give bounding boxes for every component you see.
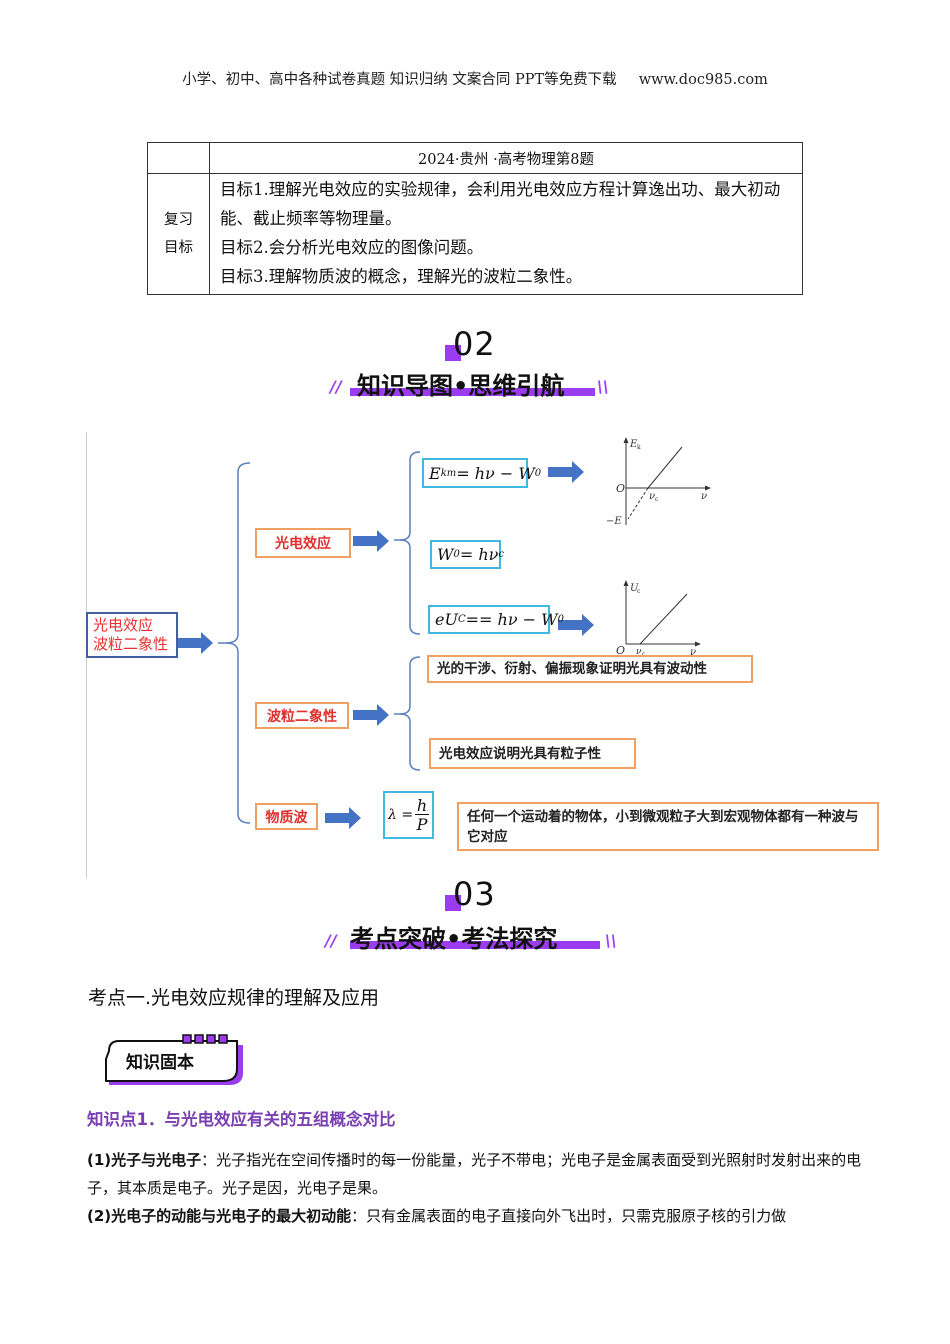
- ek-extension-dashed: [627, 487, 649, 520]
- formula-w0-rhs: = hν: [459, 545, 499, 564]
- graph-ek-vs-frequency: E k O ν c ν −E: [606, 437, 711, 527]
- page-header: 小学、初中、高中各种试卷真题 知识归纳 文案合同 PPT等免费下载 www.doc…: [0, 68, 950, 89]
- arrow-icon: [177, 632, 213, 654]
- duality-wave-box: 光的干涉、衍射、偏振现象证明光具有波动性: [427, 655, 753, 683]
- header-text: 小学、初中、高中各种试卷真题 知识归纳 文案合同 PPT等免费下载: [182, 72, 617, 88]
- paragraph-1-label: (1)光子与光电子: [87, 1151, 202, 1169]
- banner-square-decoration: [445, 345, 461, 361]
- source-cell: 2024·贵州 ·高考物理第8题: [209, 142, 803, 174]
- ek-line: [647, 446, 683, 489]
- badge-shape: [105, 1034, 243, 1085]
- formula-euc-lhs: eU: [435, 610, 458, 629]
- row-label-cell: 复习 目标: [147, 173, 210, 295]
- badge-label: 知识固本: [126, 1053, 194, 1073]
- branch-node-matter-wave: 物质波: [255, 803, 318, 830]
- branch-node-photoelectric: 光电效应: [255, 528, 351, 558]
- formula-euc-lhs-sub: C: [457, 614, 466, 625]
- arrow-icon: [548, 461, 584, 483]
- banner-slash-right: \\: [605, 931, 617, 950]
- graph2-y-label: U: [630, 583, 639, 594]
- root-line1: 光电效应: [93, 616, 154, 634]
- graph1-y-label-sub: k: [637, 444, 641, 451]
- banner-underline-bar: [350, 388, 595, 396]
- x-axis-arrowhead: [695, 641, 701, 647]
- goal-item-2: 目标2.会分析光电效应的图像问题。: [220, 238, 484, 257]
- graph-uc-vs-frequency: U c O ν c ν: [616, 580, 701, 658]
- section-title: 知识导图•思维引航: [357, 372, 565, 400]
- photoelectric-bracket: [399, 451, 421, 635]
- review-goals-table: 2024·贵州 ·高考物理第8题 复习 目标 目标1.理解光电效应的实验规律，会…: [147, 142, 803, 295]
- formula-w0-lhs-sub: 0: [453, 549, 460, 560]
- arrow-icon: [353, 704, 389, 726]
- graph1-y-label: E: [629, 439, 638, 450]
- matter-wave-desc-box: 任何一个运动着的物体，小到微观粒子大到宏观物体都有一种波与它对应: [457, 802, 879, 851]
- formula-lambda-denominator: P: [416, 814, 428, 834]
- formula-ekm-lhs: E: [429, 463, 441, 483]
- paragraph-2-label: (2)光电子的动能与光电子的最大初动能: [87, 1207, 352, 1225]
- formula-ekm-rhs: = hν − W: [456, 463, 535, 483]
- section-title: 考点突破•考法探究: [350, 925, 558, 953]
- graph2-x-intercept-sub: c: [642, 651, 646, 658]
- uc-line: [639, 593, 688, 645]
- formula-lambda-numerator: h: [416, 795, 428, 815]
- section-number: 03: [453, 875, 496, 913]
- banner-slash-left: //: [325, 931, 337, 950]
- duality-particle-box: 光电效应说明光具有粒子性: [429, 738, 636, 769]
- graph2-x-intercept: ν: [636, 647, 642, 657]
- graph1-x-intercept: ν: [649, 491, 655, 502]
- goal-item-1: 目标1.理解光电效应的实验规律，会利用光电效应方程计算逸出功、最大初动能、截止频…: [220, 180, 781, 228]
- knowledge-point-subtitle: 知识点1．与光电效应有关的五组概念对比: [87, 1110, 396, 1129]
- section-banner-03: 03 // 考点突破•考法探究 \\: [320, 875, 620, 960]
- branch-node-duality: 波粒二象性: [255, 702, 349, 729]
- paragraph-2-text: ：只有金属表面的电子直接向外飞出时，只需克服原子核的引力做: [351, 1207, 787, 1225]
- formula-ekm-rhs-sub: 0: [534, 467, 542, 479]
- graph1-y-intercept: −E: [606, 516, 622, 527]
- graph1-origin: O: [616, 482, 625, 495]
- mindmap-connectors: [218, 451, 421, 824]
- formula-ekm-lhs-sub: km: [440, 467, 457, 479]
- root-line2: 波粒二象性: [93, 635, 169, 653]
- graph2-origin: O: [616, 644, 625, 657]
- knowledge-badge: 知识固本: [105, 1033, 250, 1088]
- header-url[interactable]: www.doc985.com: [638, 72, 768, 88]
- formula-lambda: λ = h P: [383, 791, 434, 839]
- section-banner-02: 02 // 知识导图•思维引航 \\: [325, 325, 625, 410]
- graph2-y-label-sub: c: [637, 588, 641, 595]
- duality-bracket: [399, 656, 421, 771]
- paragraph-1: (1)光子与光电子：光子指光在空间传播时的每一份能量，光子不带电；光电子是金属表…: [87, 1146, 877, 1202]
- row-label-line2: 目标: [164, 240, 193, 256]
- formula-lambda-fraction: h P: [415, 795, 430, 834]
- formula-euc-rhs: == hν − W: [465, 610, 558, 629]
- main-bracket: [225, 462, 251, 824]
- graph2-x-label: ν: [690, 647, 696, 658]
- key-point-title: 考点一.光电效应规律的理解及应用: [88, 987, 380, 1009]
- paragraph-2: (2)光电子的动能与光电子的最大初动能：只有金属表面的电子直接向外飞出时，只需克…: [87, 1202, 877, 1230]
- banner-square-decoration: [445, 895, 461, 911]
- y-axis-arrowhead: [623, 437, 629, 443]
- formula-lambda-lhs: λ =: [388, 807, 414, 823]
- formula-euc-rhs-sub: 0: [557, 614, 564, 625]
- arrow-icon: [353, 530, 389, 552]
- goal-item-3: 目标3.理解物质波的概念，理解光的波粒二象性。: [220, 267, 583, 286]
- mindmap-root-node: 光电效应 波粒二象性: [86, 612, 178, 658]
- banner-slash-left: //: [330, 377, 342, 396]
- formula-w0-lhs: W: [437, 545, 454, 564]
- banner-slash-right: \\: [597, 377, 609, 396]
- banner-underline-bar: [350, 941, 600, 949]
- paragraph-1-text: ：光子指光在空间传播时的每一份能量，光子不带电；光电子是金属表面受到光照射时发射…: [87, 1151, 862, 1197]
- x-axis-arrowhead: [705, 485, 711, 491]
- y-axis-arrowhead: [623, 580, 629, 586]
- fraction-bar: [415, 813, 430, 815]
- row-label-line1: 复习: [164, 212, 193, 228]
- section-number: 02: [453, 325, 496, 363]
- graph1-x-label: ν: [701, 491, 707, 502]
- formula-w0-rhs-sub: c: [498, 549, 504, 560]
- goals-cell: 目标1.理解光电效应的实验规律，会利用光电效应方程计算逸出功、最大初动能、截止频…: [209, 173, 803, 295]
- graph1-x-intercept-sub: c: [655, 496, 659, 503]
- arrow-icon: [325, 807, 361, 829]
- arrow-icon: [558, 614, 594, 636]
